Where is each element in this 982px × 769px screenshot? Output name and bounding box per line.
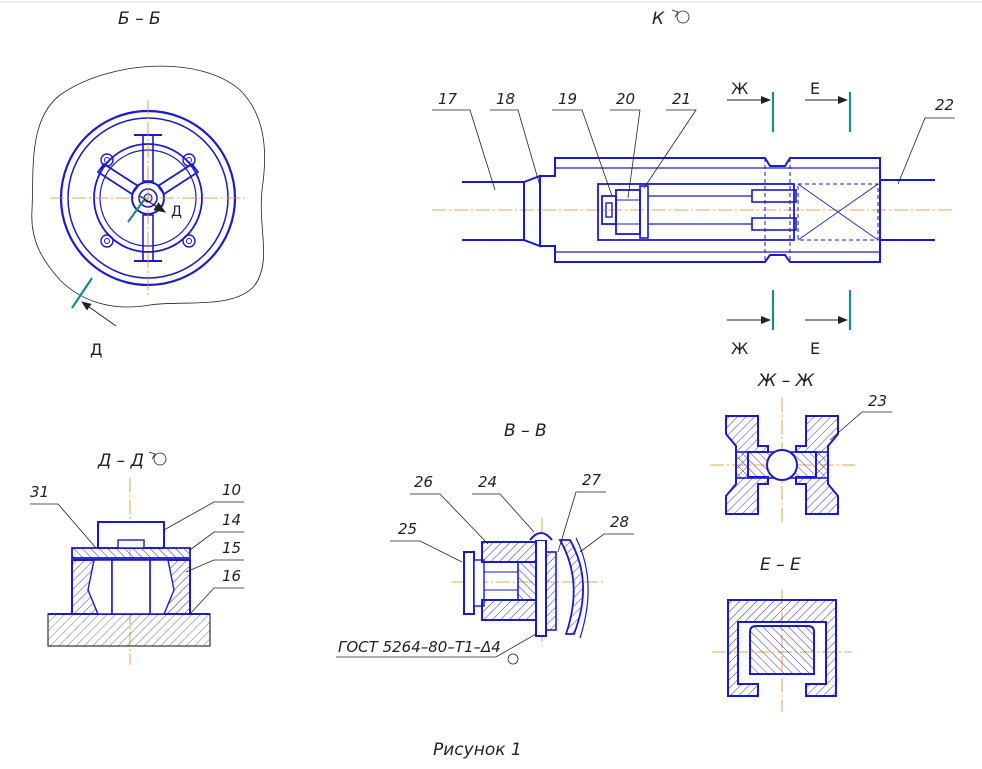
label-14: 14 — [222, 511, 241, 529]
section-vv-title: В – В — [504, 421, 547, 441]
section-ee-title: Е – Е — [760, 555, 801, 575]
label-10: 10 — [222, 481, 241, 499]
zh-top-mark: Ж — [731, 79, 748, 98]
bb-cut-arrow — [81, 301, 117, 327]
k-section-marks — [727, 92, 852, 330]
label-31: 31 — [30, 483, 49, 501]
bb-break-outline — [31, 65, 266, 308]
section-zhzh: Ж – Ж 23 — [710, 371, 892, 525]
view-bb-title: Б – Б — [118, 9, 161, 29]
label-22: 22 — [935, 96, 954, 114]
figure-caption: Рисунок 1 — [433, 740, 522, 760]
e-top-mark: Е — [810, 79, 820, 98]
section-zhzh-title: Ж – Ж — [757, 371, 815, 391]
bb-small-mark: Д — [171, 204, 182, 220]
zh-bottom-mark: Ж — [731, 339, 748, 358]
label-20: 20 — [616, 90, 635, 108]
e-bottom-mark: Е — [810, 339, 820, 358]
part-18-body — [539, 157, 881, 263]
bb-cut-mark: Д — [90, 340, 103, 359]
dd-rotate-icon — [148, 451, 167, 466]
k-leaders — [432, 109, 955, 199]
label-25: 25 — [398, 520, 417, 538]
label-18: 18 — [496, 90, 515, 108]
label-17: 17 — [438, 90, 458, 108]
view-k: К — [432, 9, 955, 358]
label-23: 23 — [868, 392, 887, 410]
label-26: 26 — [414, 473, 433, 491]
bb-cut-line — [71, 277, 93, 309]
label-19: 19 — [558, 90, 577, 108]
label-15: 15 — [222, 539, 241, 557]
view-k-title: К — [652, 9, 665, 29]
label-28: 28 — [610, 513, 629, 531]
label-24: 24 — [478, 473, 497, 491]
section-ee: Е – Е — [712, 555, 852, 712]
part-17-shaft — [462, 174, 541, 248]
bb-small-arrow — [139, 195, 167, 213]
section-vv: В – В 25 26 24 27 28 ГОСТ 5264–80–Т1–Δ4 — [336, 421, 634, 665]
bb-cut-line-small — [127, 199, 145, 223]
part-22-shaft — [880, 179, 935, 241]
view-bb: Б – Б — [31, 9, 266, 359]
rotate-icon — [671, 9, 690, 24]
section-dd: Д – Д 31 10 14 15 16 — [30, 451, 244, 665]
label-21: 21 — [672, 90, 691, 108]
bb-flange — [50, 100, 246, 296]
section-dd-title: Д – Д — [97, 451, 144, 471]
dd-base-plate — [47, 613, 211, 647]
standard-note: ГОСТ 5264–80–Т1–Δ4 — [338, 638, 501, 656]
label-27: 27 — [582, 471, 602, 489]
label-16: 16 — [222, 567, 241, 585]
